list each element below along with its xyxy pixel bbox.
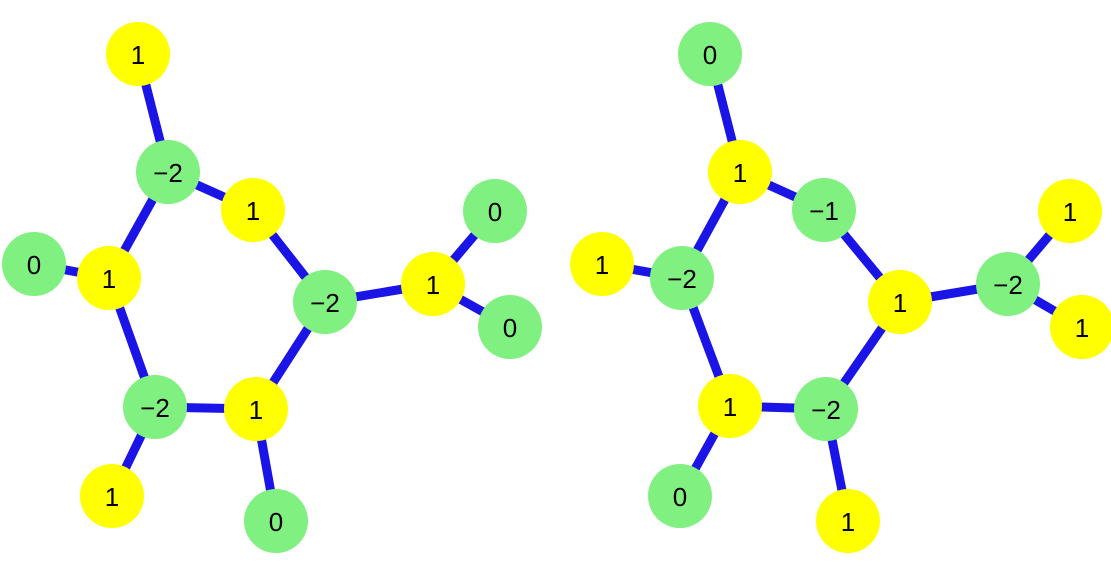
node-label: −2 <box>153 158 183 188</box>
yellow-node-circle <box>80 464 144 528</box>
green-node-circle <box>792 178 856 242</box>
node: 1 <box>1050 295 1111 359</box>
node: −2 <box>976 252 1040 316</box>
node-label: 1 <box>249 395 263 425</box>
node: 1 <box>80 464 144 528</box>
node-label: 1 <box>733 158 747 188</box>
yellow-node-circle <box>1050 295 1111 359</box>
node: 1 <box>570 232 634 296</box>
green-node-circle <box>976 252 1040 316</box>
node-label: 0 <box>488 197 502 227</box>
yellow-node-circle <box>868 270 932 334</box>
node: 1 <box>77 246 141 310</box>
node: −2 <box>136 140 200 204</box>
yellow-node-circle <box>570 232 634 296</box>
node-label: 1 <box>1075 313 1089 343</box>
node: −2 <box>293 270 357 334</box>
green-node-circle <box>478 295 542 359</box>
yellow-node-circle <box>224 377 288 441</box>
green-node-circle <box>293 270 357 334</box>
green-node-circle <box>794 377 858 441</box>
yellow-node-circle <box>401 252 465 316</box>
node: −1 <box>792 178 856 242</box>
node: 1 <box>401 252 465 316</box>
node-label: 1 <box>246 196 260 226</box>
node-label: 0 <box>503 313 517 343</box>
node-label: 0 <box>703 40 717 70</box>
green-node-circle <box>648 464 712 528</box>
node-label: 0 <box>269 507 283 537</box>
node-label: −2 <box>140 393 170 423</box>
yellow-node-circle <box>106 22 170 86</box>
node-label: 1 <box>131 40 145 70</box>
node-label: 1 <box>723 392 737 422</box>
node-label: 1 <box>105 482 119 512</box>
molecule-graph-right: 0 1 −1 1 −2 1 −2 1 1 1 −2 0 1 <box>570 22 1111 553</box>
node: 1 <box>106 22 170 86</box>
node-label: 1 <box>102 264 116 294</box>
node: −2 <box>123 375 187 439</box>
node-label: −2 <box>993 270 1023 300</box>
node: 1 <box>708 140 772 204</box>
node-label: −2 <box>310 288 340 318</box>
node-label: 1 <box>595 250 609 280</box>
green-node-circle <box>2 232 66 296</box>
node: 0 <box>478 295 542 359</box>
molecule-graph-left: 1 −2 1 0 1 −2 1 0 0 −2 1 1 0 <box>2 22 542 553</box>
green-node-circle <box>463 179 527 243</box>
node: 0 <box>463 179 527 243</box>
yellow-node-circle <box>816 489 880 553</box>
node: −2 <box>794 377 858 441</box>
node: −2 <box>650 246 714 310</box>
node: 1 <box>1038 179 1102 243</box>
node-label: 1 <box>1063 197 1077 227</box>
node-label: 1 <box>893 288 907 318</box>
node: 0 <box>2 232 66 296</box>
node: 1 <box>224 377 288 441</box>
yellow-node-circle <box>77 246 141 310</box>
green-node-circle <box>123 375 187 439</box>
green-node-circle <box>650 246 714 310</box>
green-node-circle <box>678 22 742 86</box>
node: 1 <box>698 374 762 438</box>
yellow-node-circle <box>708 140 772 204</box>
node-label: 0 <box>27 250 41 280</box>
node-label: −1 <box>809 196 839 226</box>
green-node-circle <box>244 489 308 553</box>
yellow-node-circle <box>698 374 762 438</box>
node-label: −2 <box>811 395 841 425</box>
node-label: −2 <box>667 264 697 294</box>
node-label: 1 <box>426 270 440 300</box>
node: 1 <box>221 178 285 242</box>
node: 0 <box>678 22 742 86</box>
node: 0 <box>648 464 712 528</box>
green-node-circle <box>136 140 200 204</box>
node: 1 <box>868 270 932 334</box>
node-label: 0 <box>673 482 687 512</box>
yellow-node-circle <box>1038 179 1102 243</box>
node: 0 <box>244 489 308 553</box>
node: 1 <box>816 489 880 553</box>
yellow-node-circle <box>221 178 285 242</box>
node-label: 1 <box>841 507 855 537</box>
